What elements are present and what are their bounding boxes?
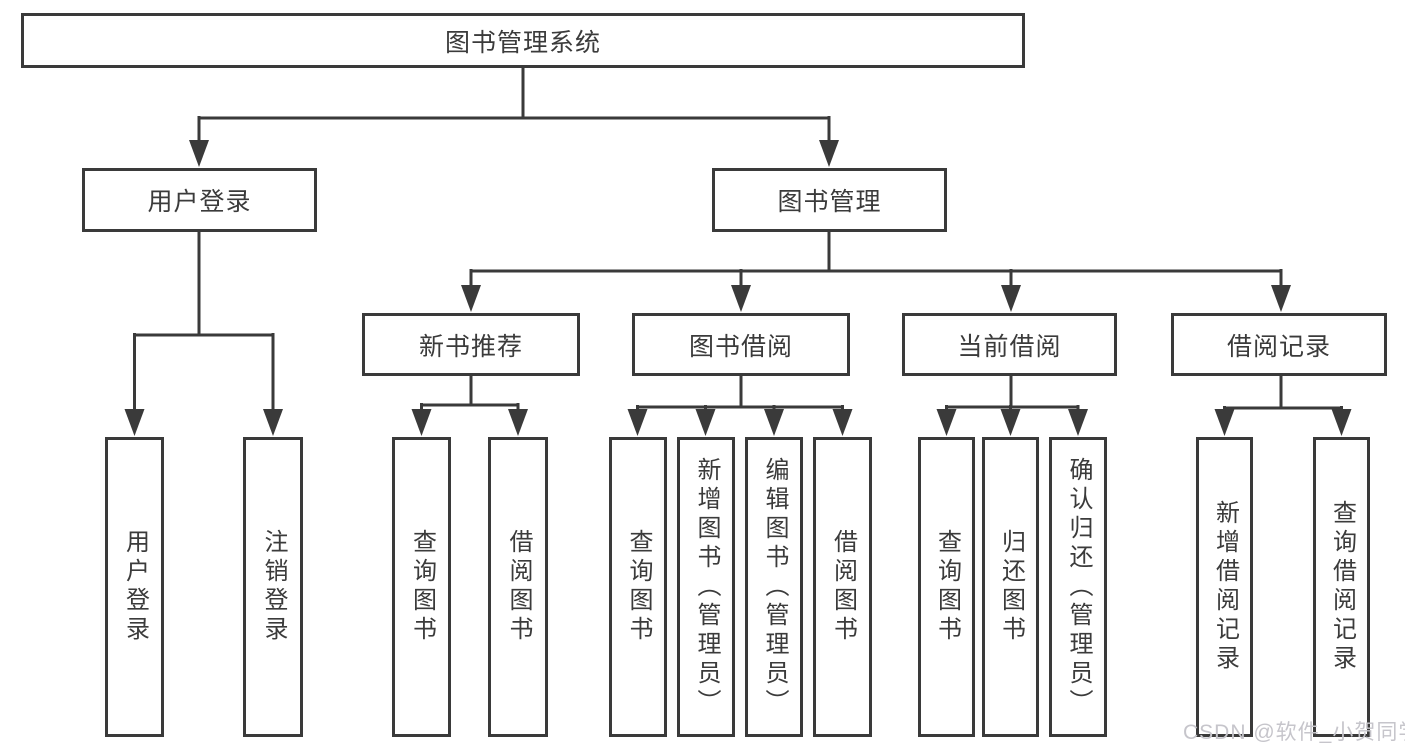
arrow-down-icon	[1331, 409, 1352, 436]
leaf-borrow-query: 查询图书	[609, 437, 667, 737]
leaf-user-login-label: 用户登录	[121, 529, 149, 645]
leaf-borrow-add: 新增图书（管理员）	[677, 437, 735, 737]
leaf-current-return-label: 归还图书	[997, 529, 1025, 645]
arrow-down-icon	[731, 285, 751, 312]
arrowheads-borrow-record	[1214, 409, 1352, 436]
node-root: 图书管理系统	[21, 13, 1025, 68]
arrow-down-icon	[1214, 409, 1235, 436]
leaf-newbook-borrow: 借阅图书	[488, 437, 548, 737]
leaf-user-login: 用户登录	[105, 437, 164, 737]
arrow-down-icon	[832, 409, 853, 436]
arrow-down-icon	[1068, 409, 1088, 436]
leaf-newbook-query: 查询图书	[392, 437, 451, 737]
watermark: CSDN @软件_小贺同学	[1183, 721, 1405, 744]
node-user-login: 用户登录	[82, 168, 317, 232]
leaf-current-query-label: 查询图书	[933, 529, 961, 645]
arrowheads-new-book	[411, 409, 528, 436]
leaf-borrow-add-label: 新增图书（管理员）	[693, 456, 720, 718]
leaf-borrow-book: 借阅图书	[813, 437, 872, 737]
connector-user-login-to-leaves	[133, 231, 275, 418]
arrow-down-icon	[124, 409, 145, 436]
leaf-logout: 注销登录	[243, 437, 303, 737]
arrow-down-icon	[508, 409, 528, 436]
arrow-down-icon	[461, 285, 481, 312]
arrow-down-icon	[936, 409, 957, 436]
node-new-book-recommend-label: 新书推荐	[418, 332, 523, 361]
leaf-borrow-edit: 编辑图书（管理员）	[745, 437, 803, 737]
arrow-down-icon	[189, 140, 209, 167]
node-current-borrow-label: 当前借阅	[957, 332, 1062, 361]
node-borrow-record-label: 借阅记录	[1226, 332, 1331, 361]
node-book-borrow-label: 图书借阅	[688, 332, 793, 361]
node-current-borrow: 当前借阅	[902, 313, 1117, 376]
connector-borrow-record-to-leaves	[1223, 375, 1343, 418]
arrowheads-current-borrow	[936, 409, 1088, 436]
node-new-book-recommend: 新书推荐	[362, 313, 580, 376]
leaf-record-add-label: 新增借阅记录	[1211, 500, 1239, 674]
arrow-down-icon	[411, 409, 432, 436]
arrow-down-icon	[1000, 409, 1021, 436]
leaf-record-query-label: 查询借阅记录	[1328, 500, 1356, 674]
arrowheads-book-borrow	[627, 409, 853, 436]
leaf-current-return: 归还图书	[982, 437, 1039, 737]
connector-book-borrow-to-leaves	[636, 375, 844, 418]
node-user-login-label: 用户登录	[147, 188, 252, 216]
connector-book-management-to-level3	[469, 231, 1283, 295]
leaf-newbook-borrow-label: 借阅图书	[505, 529, 532, 645]
arrow-down-icon	[1001, 285, 1021, 312]
leaf-current-confirm-return-label: 确认归还（管理员）	[1065, 456, 1092, 718]
leaf-logout-label: 注销登录	[260, 529, 287, 645]
node-borrow-record: 借阅记录	[1171, 313, 1387, 376]
arrowheads-user-login	[124, 409, 283, 436]
node-book-management-label: 图书管理	[777, 188, 882, 216]
arrow-down-icon	[819, 140, 839, 167]
leaf-borrow-query-label: 查询图书	[625, 529, 652, 645]
arrowheads-level3	[461, 285, 1291, 312]
arrowheads-level2	[189, 140, 839, 167]
connector-root-to-level2	[197, 66, 831, 148]
arrow-down-icon	[764, 409, 784, 436]
node-book-borrow: 图书借阅	[632, 313, 850, 376]
leaf-current-query: 查询图书	[918, 437, 975, 737]
leaf-borrow-book-label: 借阅图书	[829, 529, 857, 645]
leaf-borrow-edit-label: 编辑图书（管理员）	[761, 456, 788, 718]
node-book-management: 图书管理	[712, 168, 947, 232]
leaf-record-query: 查询借阅记录	[1313, 437, 1370, 737]
arrow-down-icon	[1271, 285, 1291, 312]
leaf-record-add: 新增借阅记录	[1196, 437, 1253, 737]
connector-new-book-to-leaves	[420, 375, 520, 418]
leaf-current-confirm-return: 确认归还（管理员）	[1049, 437, 1107, 737]
arrow-down-icon	[627, 409, 648, 436]
arrow-down-icon	[263, 409, 283, 436]
node-root-label: 图书管理系统	[444, 28, 601, 57]
arrow-down-icon	[695, 409, 716, 436]
leaf-newbook-query-label: 查询图书	[408, 529, 436, 645]
